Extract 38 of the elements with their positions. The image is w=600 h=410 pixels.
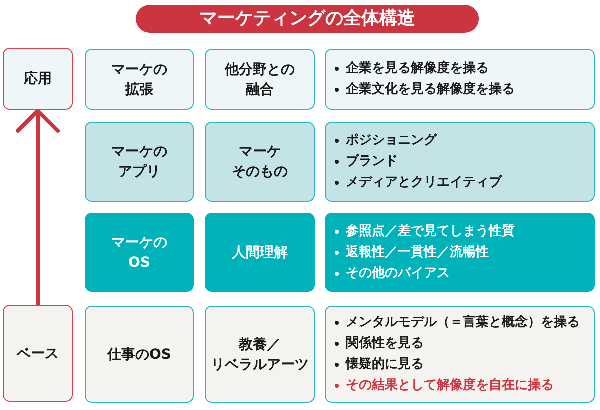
box-label: 応用 [24,70,52,89]
bullet-list-box [325,213,595,292]
category-box [85,122,194,202]
category-box [205,122,315,202]
category-box [205,49,315,110]
bullet-text: メディアとクリエイティブ [346,174,502,192]
level-box [3,305,73,402]
bullet-list-box [325,122,595,202]
bullet-text: 関係性を見る [346,335,424,353]
bullet-list-box [325,49,595,110]
bullet-text: ブランド [346,153,398,171]
bullet-text: その結果として解像度を自在に操る [346,377,554,395]
box-label: マーケそのもの [232,143,288,182]
bullet-text: その他のバイアス [346,264,450,282]
box-label: 人間理解 [232,244,288,262]
category-box [205,213,315,292]
bullet-text: 企業文化を見る解像度を操る [346,81,515,99]
bullet-text: ポジショニング [346,132,437,150]
bullet-text: 企業を見る解像度を操る [346,60,489,78]
title-banner: マーケティングの全体構造 [136,5,479,33]
arrow [16,109,60,305]
bullet-list-box [325,306,595,403]
bullet-text: メンタルモデル（＝言葉と概念）を操る [346,314,580,332]
level-box [3,48,73,110]
category-box [85,213,194,292]
bullet-text: 懐疑的に見る [346,356,424,374]
box-label: 教養／リベラルアーツ [211,336,309,374]
box-label: 他分野との融合 [225,60,295,100]
box-label: ベース [17,344,59,364]
category-box [85,49,194,110]
bullet-text: 参照点／差で見てしまう性質 [346,222,515,240]
bullet-text: 返報性／一貫性／流暢性 [346,244,489,262]
box-label: マーケのアプリ [112,143,168,182]
box-label: マーケの拡張 [112,60,168,100]
category-box [205,306,315,403]
box-label: マーケのOS [112,234,168,272]
category-box [85,306,194,403]
box-label: 仕事のOS [108,346,172,364]
